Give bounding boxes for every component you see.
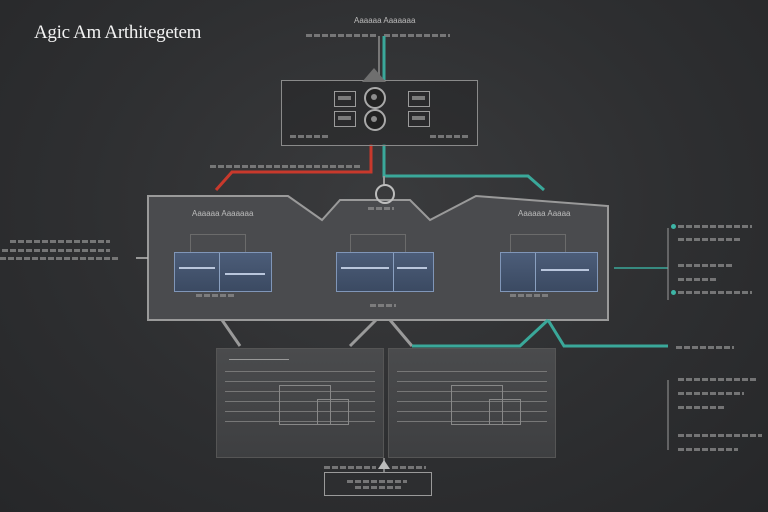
card-tab <box>350 234 406 253</box>
right-callout-line <box>678 448 738 451</box>
middle-right-label: Aaaaaa Aaaaa <box>518 209 571 218</box>
chip-icon <box>408 111 430 127</box>
chip-icon <box>408 91 430 107</box>
right-callout-line <box>678 392 744 395</box>
server-dash <box>430 135 470 138</box>
server-roof <box>362 68 386 82</box>
right-callout-line <box>676 346 734 349</box>
header-label: Aaaaaa Aaaaaaa <box>354 16 416 25</box>
left-callout-line <box>2 249 110 252</box>
card-monitor-center <box>336 252 434 292</box>
callout-dot <box>671 224 676 229</box>
card-caption <box>510 294 550 297</box>
screen-left <box>216 348 384 458</box>
card-tab <box>190 234 246 253</box>
warning-icon <box>378 460 390 469</box>
left-callout-line <box>10 240 110 243</box>
right-callout-line <box>678 264 732 267</box>
server-dash <box>290 135 330 138</box>
card-monitor-left <box>174 252 272 292</box>
mid-dash-left <box>210 165 360 168</box>
left-callout-line <box>0 257 118 260</box>
footer-dash <box>324 466 376 469</box>
card-monitor-right <box>500 252 598 292</box>
server-panel <box>281 80 478 146</box>
right-callout-line <box>678 406 726 409</box>
right-callout-line <box>678 225 752 228</box>
right-callout-line <box>678 434 762 437</box>
screen-right <box>388 348 556 458</box>
header-dash-right <box>384 34 450 37</box>
right-callout-line <box>678 291 752 294</box>
chip-icon <box>334 111 356 127</box>
diagram-title: Agic Am Arthitegetem <box>34 22 202 43</box>
callout-dot <box>671 290 676 295</box>
gear-icon <box>364 87 386 109</box>
card-caption <box>370 304 396 307</box>
header-dash-left <box>306 34 376 37</box>
card-tab <box>510 234 566 253</box>
globe-dash <box>368 207 394 210</box>
gear-icon <box>364 109 386 131</box>
right-callout-line <box>678 238 742 241</box>
footer-box <box>324 472 432 496</box>
right-callout-line <box>678 378 756 381</box>
globe-icon <box>375 184 395 204</box>
middle-left-label: Aaaaaa Aaaaaaa <box>192 209 254 218</box>
right-callout-line <box>678 278 718 281</box>
chip-icon <box>334 91 356 107</box>
card-caption <box>196 294 236 297</box>
footer-dash <box>392 466 426 469</box>
